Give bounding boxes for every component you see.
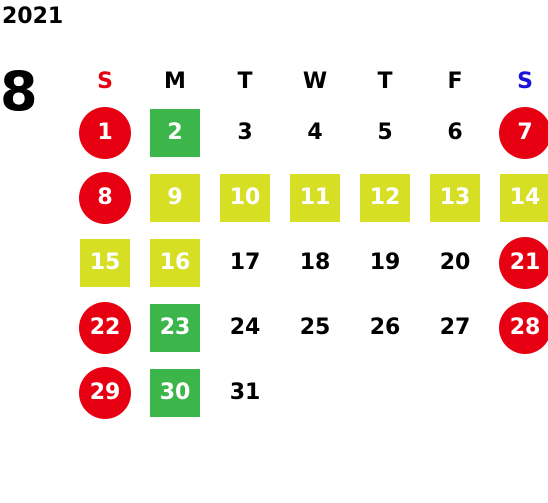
day-14[interactable]: 14 xyxy=(500,173,548,222)
day-28[interactable]: 28 xyxy=(499,301,548,354)
calendar-cell[interactable]: 29 xyxy=(70,360,140,425)
day-18[interactable]: 18 xyxy=(299,250,331,275)
day-2[interactable]: 2 xyxy=(150,108,200,157)
calendar-cell[interactable]: 31 xyxy=(210,360,280,425)
calendar-cell[interactable]: 10 xyxy=(210,165,280,230)
day-19[interactable]: 19 xyxy=(369,250,401,275)
day-23[interactable]: 23 xyxy=(150,303,200,352)
day-7[interactable]: 7 xyxy=(499,106,548,159)
day-5[interactable]: 5 xyxy=(377,120,393,145)
day-20[interactable]: 20 xyxy=(439,250,471,275)
weekday-header: T xyxy=(237,68,253,94)
calendar-cell[interactable]: 30 xyxy=(140,360,210,425)
year-label: 2021 xyxy=(2,4,64,29)
calendar-cell[interactable]: 24 xyxy=(210,295,280,360)
calendar-cell xyxy=(280,360,350,425)
calendar-cell[interactable]: 22 xyxy=(70,295,140,360)
calendar-cell[interactable]: 13 xyxy=(420,165,490,230)
day-15[interactable]: 15 xyxy=(80,238,130,287)
calendar-cell[interactable]: 21 xyxy=(490,230,548,295)
calendar-cell[interactable]: 11 xyxy=(280,165,350,230)
calendar-cell[interactable]: 23 xyxy=(140,295,210,360)
day-29[interactable]: 29 xyxy=(79,366,131,419)
day-1[interactable]: 1 xyxy=(79,106,131,159)
day-30[interactable]: 30 xyxy=(150,368,200,417)
day-11[interactable]: 11 xyxy=(290,173,340,222)
day-4[interactable]: 4 xyxy=(307,120,323,145)
day-10[interactable]: 10 xyxy=(220,173,270,222)
day-22[interactable]: 22 xyxy=(79,301,131,354)
weekday-header: F xyxy=(447,68,463,94)
month-label: 8 xyxy=(0,60,38,123)
calendar-cell[interactable]: 20 xyxy=(420,230,490,295)
calendar-cell[interactable]: 17 xyxy=(210,230,280,295)
calendar-cell[interactable]: 15 xyxy=(70,230,140,295)
calendar-cell[interactable]: 18 xyxy=(280,230,350,295)
calendar-cell[interactable]: 6 xyxy=(420,100,490,165)
calendar-cell[interactable]: 16 xyxy=(140,230,210,295)
calendar-cell[interactable]: 27 xyxy=(420,295,490,360)
calendar-cell[interactable]: 25 xyxy=(280,295,350,360)
calendar-cell[interactable]: 8 xyxy=(70,165,140,230)
weekday-header: S xyxy=(97,68,113,94)
calendar-cell[interactable]: 5 xyxy=(350,100,420,165)
day-31[interactable]: 31 xyxy=(229,380,261,405)
weekday-header: T xyxy=(377,68,393,94)
calendar-cell[interactable]: 3 xyxy=(210,100,280,165)
calendar-cell[interactable]: 4 xyxy=(280,100,350,165)
day-17[interactable]: 17 xyxy=(229,250,261,275)
day-8[interactable]: 8 xyxy=(79,171,131,224)
weekday-header: W xyxy=(302,68,328,94)
calendar-cell[interactable]: 14 xyxy=(490,165,548,230)
weekday-header: S xyxy=(517,68,533,94)
day-6[interactable]: 6 xyxy=(447,120,463,145)
day-13[interactable]: 13 xyxy=(430,173,480,222)
calendar-cell[interactable]: 19 xyxy=(350,230,420,295)
calendar-cell[interactable]: 2 xyxy=(140,100,210,165)
calendar-cell xyxy=(420,360,490,425)
day-16[interactable]: 16 xyxy=(150,238,200,287)
calendar-cell[interactable]: 12 xyxy=(350,165,420,230)
day-9[interactable]: 9 xyxy=(150,173,200,222)
calendar-cell xyxy=(350,360,420,425)
weekday-header: M xyxy=(164,68,186,94)
day-21[interactable]: 21 xyxy=(499,236,548,289)
calendar-cell[interactable]: 1 xyxy=(70,100,140,165)
calendar-cell[interactable]: 9 xyxy=(140,165,210,230)
calendar-cell[interactable]: 26 xyxy=(350,295,420,360)
day-3[interactable]: 3 xyxy=(237,120,253,145)
calendar-cell xyxy=(490,360,548,425)
day-24[interactable]: 24 xyxy=(229,315,261,340)
day-26[interactable]: 26 xyxy=(369,315,401,340)
calendar-cell[interactable]: 7 xyxy=(490,100,548,165)
day-27[interactable]: 27 xyxy=(439,315,471,340)
day-25[interactable]: 25 xyxy=(299,315,331,340)
calendar-cell[interactable]: 28 xyxy=(490,295,548,360)
day-12[interactable]: 12 xyxy=(360,173,410,222)
